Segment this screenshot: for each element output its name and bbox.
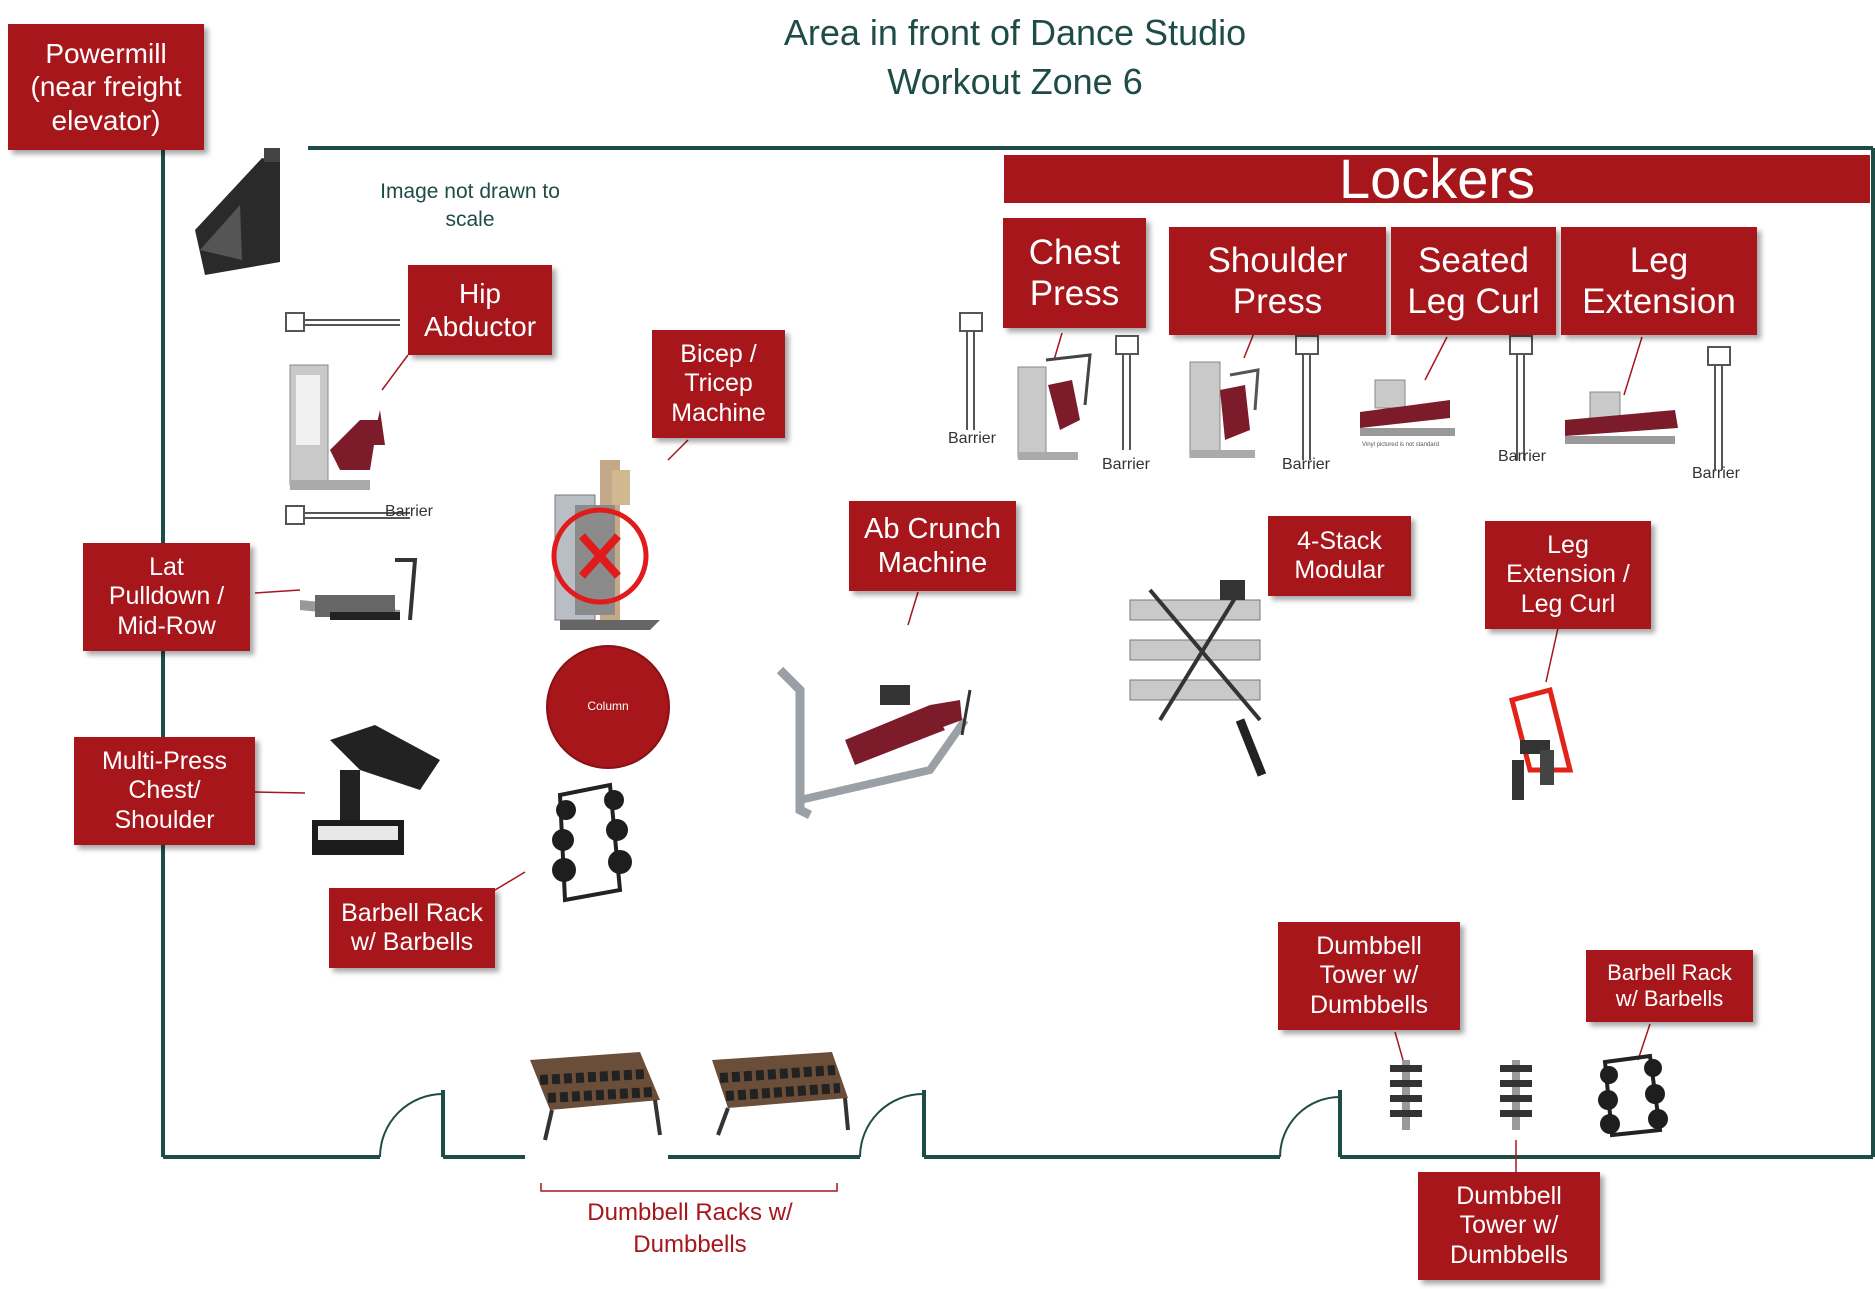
label-dumbbell-tower-2: Dumbbell Tower w/ Dumbbells bbox=[1418, 1172, 1600, 1280]
label-ab-crunch: Ab Crunch Machine bbox=[849, 501, 1016, 591]
label-shoulder-press: Shoulder Press bbox=[1169, 227, 1386, 335]
label-line: Tricep bbox=[684, 369, 753, 398]
label-multi-press: Multi-Press Chest/ Shoulder bbox=[74, 737, 255, 845]
dumbbell-tower-icon bbox=[1390, 1060, 1422, 1130]
stair-climber-icon bbox=[195, 148, 280, 275]
svg-text:Vinyl pictured is not standard: Vinyl pictured is not standard bbox=[1362, 442, 1439, 448]
label-line: Dumbbell bbox=[1456, 1181, 1562, 1210]
leg-extension-machine-icon bbox=[1565, 391, 1678, 444]
label-barbell-rack-left: Barbell Rack w/ Barbells bbox=[329, 888, 495, 968]
shoulder-press-machine-icon bbox=[1189, 361, 1260, 458]
door-arcs bbox=[379, 1093, 1341, 1158]
label-line: Machine bbox=[877, 547, 988, 579]
label-line: Seated bbox=[1418, 240, 1529, 280]
label-line: Bicep / bbox=[680, 339, 757, 368]
label-line: Machine bbox=[671, 398, 766, 427]
barrier-label: Barrier bbox=[1282, 456, 1331, 473]
label-line: Tower w/ bbox=[1319, 961, 1419, 990]
label-powermill: Powermill (near freight elevator) bbox=[8, 24, 204, 150]
title-line: Workout Zone 6 bbox=[887, 61, 1143, 102]
label-line: (near freight bbox=[30, 71, 182, 103]
lat-pulldown-machine-icon bbox=[300, 558, 418, 621]
label-line: Powermill bbox=[45, 38, 167, 70]
label-seated-leg-curl: Seated Leg Curl bbox=[1391, 227, 1556, 335]
label-lat-pulldown: Lat Pulldown / Mid-Row bbox=[83, 543, 250, 651]
title-line: Area in front of Dance Studio bbox=[783, 12, 1247, 53]
label-line: Leg Curl bbox=[1520, 589, 1616, 618]
multi-press-machine-icon bbox=[312, 725, 440, 855]
label-hip-abductor: Hip Abductor bbox=[408, 265, 552, 355]
barrier-label: Barrier bbox=[1498, 448, 1547, 465]
scale-note: Image not drawn to scale bbox=[355, 178, 585, 234]
label-line: Multi-Press bbox=[101, 746, 227, 775]
label-line: Shoulder bbox=[114, 805, 215, 834]
removed-x-icon bbox=[551, 507, 649, 605]
dumbbell-rack-icon bbox=[712, 1052, 850, 1136]
label-four-stack-modular: 4-Stack Modular bbox=[1268, 516, 1411, 596]
label-line: w/ Barbells bbox=[1615, 986, 1724, 1011]
chest-press-machine-icon bbox=[1017, 353, 1092, 460]
label-line: Dumbbells bbox=[1449, 1240, 1569, 1269]
barriers bbox=[285, 312, 1731, 525]
four-stack-modular-icon bbox=[1129, 580, 1267, 777]
hip-abductor-machine-icon bbox=[289, 364, 385, 490]
seated-leg-curl-machine-icon: Vinyl pictured is not standard bbox=[1360, 379, 1455, 448]
label-line: Modular bbox=[1294, 556, 1385, 584]
dumbbell-racks-bracket bbox=[540, 1183, 838, 1192]
note-line: scale bbox=[445, 208, 495, 231]
label-line: Lockers bbox=[1338, 146, 1536, 210]
label-line: Leg Curl bbox=[1407, 282, 1540, 321]
label-line: Extension bbox=[1582, 282, 1736, 321]
leg-extension-curl-machine-icon bbox=[1508, 686, 1574, 800]
barbell-rack-icon bbox=[1598, 1053, 1668, 1138]
column-label: Column bbox=[587, 699, 629, 713]
dumbbell-racks-label: Dumbbell Racks w/ Dumbbells bbox=[540, 1197, 840, 1261]
label-line: Chest/ bbox=[128, 776, 201, 805]
label-line: Press bbox=[1232, 282, 1323, 321]
leader-lines bbox=[251, 332, 1651, 1172]
dumbbell-rack-icon bbox=[530, 1052, 662, 1141]
label-line: elevator) bbox=[51, 104, 161, 136]
label-line: Pulldown / bbox=[108, 582, 225, 611]
label-line: Dumbbells bbox=[1309, 990, 1429, 1019]
label-lockers: Lockers bbox=[1004, 147, 1870, 210]
ab-crunch-machine-icon bbox=[776, 666, 972, 820]
label-line: Shoulder bbox=[1207, 240, 1348, 280]
label-dumbbell-tower-1: Dumbbell Tower w/ Dumbbells bbox=[1278, 922, 1460, 1030]
label-leg-extension-curl: Leg Extension / Leg Curl bbox=[1485, 521, 1651, 629]
label-line: 4-Stack bbox=[1297, 526, 1382, 555]
label-line: Barbell Rack bbox=[1607, 960, 1732, 986]
label-line: Leg bbox=[1629, 240, 1689, 280]
label-line: Leg bbox=[1547, 530, 1589, 559]
label-line: Dumbbell bbox=[1316, 931, 1422, 960]
label-bicep-tricep: Bicep / Tricep Machine bbox=[652, 330, 785, 438]
label-line: Lat bbox=[149, 552, 184, 581]
barrier-label: Barrier bbox=[1102, 456, 1151, 473]
label-line: Abductor bbox=[423, 311, 537, 342]
label-line: Tower w/ bbox=[1459, 1211, 1559, 1240]
label-line: Barbell Rack bbox=[341, 898, 483, 927]
page-title: Area in front of Dance Studio Workout Zo… bbox=[660, 8, 1370, 106]
label-line: w/ Barbells bbox=[350, 928, 474, 956]
label-chest-press: Chest Press bbox=[1003, 218, 1146, 328]
barrier-label: Barrier bbox=[948, 430, 997, 447]
note-line: Image not drawn to bbox=[380, 180, 560, 203]
footnote-line: Dumbbells bbox=[633, 1231, 747, 1258]
dumbbell-tower-icon bbox=[1500, 1060, 1532, 1130]
column bbox=[546, 645, 670, 769]
label-line: Hip bbox=[458, 277, 501, 309]
label-barbell-rack-right: Barbell Rack w/ Barbells bbox=[1586, 950, 1753, 1022]
label-line: Extension / bbox=[1506, 560, 1630, 589]
label-line: Press bbox=[1029, 274, 1120, 313]
label-line: Mid-Row bbox=[117, 611, 216, 640]
barrier-label: Barrier bbox=[385, 503, 434, 520]
label-line: Chest bbox=[1028, 232, 1121, 272]
barbell-rack-icon bbox=[552, 782, 632, 903]
barrier-label: Barrier bbox=[1692, 465, 1741, 482]
label-leg-extension: Leg Extension bbox=[1561, 227, 1757, 335]
label-line: Ab Crunch bbox=[863, 512, 1001, 545]
room-walls bbox=[161, 146, 1875, 1159]
footnote-line: Dumbbell Racks w/ bbox=[587, 1199, 793, 1226]
